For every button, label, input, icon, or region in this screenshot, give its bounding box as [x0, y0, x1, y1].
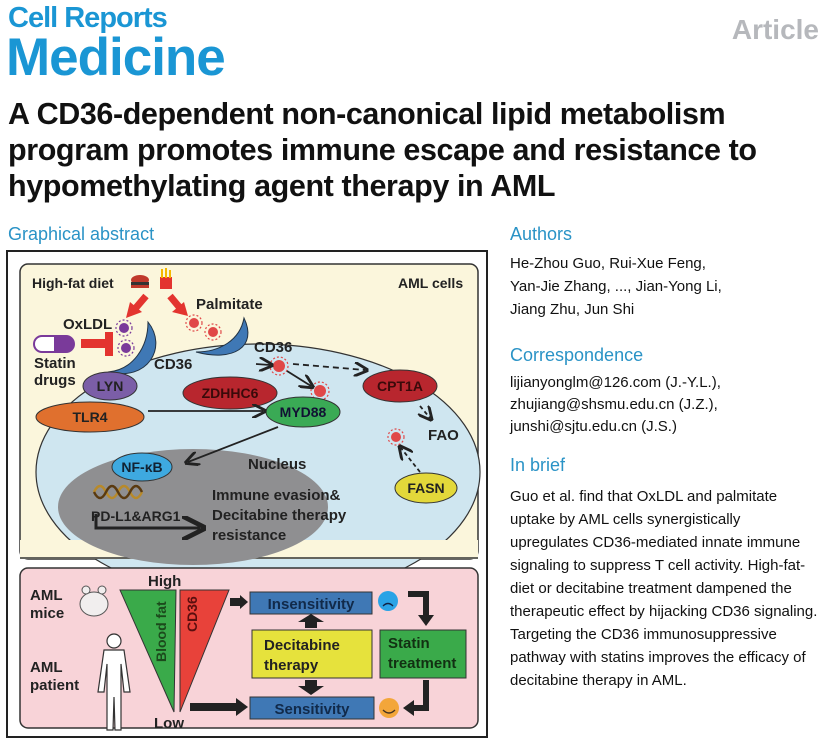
label-low: Low — [154, 715, 184, 732]
label-aml-patient-2: patient — [30, 677, 79, 694]
label-cd36-right: CD36 — [254, 339, 292, 356]
label-aml-mice-2: mice — [30, 605, 64, 622]
correspondence-heading: Correspondence — [510, 345, 644, 365]
label-zdhhc6: ZDHHC6 — [202, 385, 259, 401]
graphical-abstract: High-fat diet AML cells Palmitate OxLDL … — [6, 250, 488, 738]
transcription-arrow — [94, 514, 200, 528]
label-high: High — [148, 573, 181, 590]
label-fasn: FASN — [407, 480, 444, 496]
label-high-fat-diet: High-fat diet — [32, 275, 114, 291]
label-cd36-left: CD36 — [154, 356, 192, 373]
email-link[interactable]: lijianyonglm@126.com (J.-Y.L.), — [510, 374, 721, 391]
in-brief-heading: In brief — [510, 455, 566, 475]
authors-list: He-Zhou Guo, Rui-Xue Feng, Yan-Jie Zhang… — [510, 252, 722, 321]
label-decitabine-2: therapy — [264, 657, 319, 674]
arrow-down-sensitivity — [298, 680, 324, 695]
label-aml-mice-1: AML — [30, 587, 63, 604]
label-cpt1a: CPT1A — [377, 378, 423, 394]
label-drugs: drugs — [34, 372, 76, 389]
oxldl-particle-icon — [119, 323, 129, 333]
arrow-cd36-palmitate — [255, 364, 270, 365]
palmitate-particle-icon — [189, 318, 199, 328]
label-cd36-gradient: CD36 — [184, 596, 200, 632]
graphical-abstract-heading: Graphical abstract — [8, 224, 155, 244]
arrow-insensitivity-to-statin — [408, 591, 429, 617]
label-statin-2: treatment — [388, 655, 456, 672]
label-oxldl: OxLDL — [63, 316, 112, 333]
oxldl-particle-icon — [121, 343, 131, 353]
cd36-receptor-right — [195, 316, 249, 356]
label-tlr4: TLR4 — [73, 409, 108, 425]
sad-face-icon — [378, 591, 398, 611]
label-statin: Statin — [34, 355, 76, 372]
label-statin-1: Statin — [388, 635, 430, 652]
authors-line: He-Zhou Guo, Rui-Xue Feng, — [510, 255, 706, 272]
label-insensitivity: Insensitivity — [268, 596, 355, 613]
label-nucleus: Nucleus — [248, 456, 306, 473]
label-blood-fat: Blood fat — [153, 601, 169, 662]
authors-line: Jiang Zhu, Jun Shi — [510, 301, 635, 318]
arrow-palmitate-myd88 — [286, 370, 311, 386]
statin-pill-icon — [33, 335, 75, 353]
label-aml-cells: AML cells — [398, 275, 463, 291]
authors-line: Yan-Jie Zhang, ..., Jian-Yong Li, — [510, 278, 722, 295]
sensitivity-box — [249, 696, 375, 720]
paper-title: A CD36-dependent non-canonical lipid met… — [8, 97, 757, 203]
inhibition-bar — [81, 339, 106, 348]
tlr4-node — [35, 401, 145, 433]
arrow-to-cpt1a — [292, 364, 365, 370]
palmitate-particle-icon — [273, 360, 285, 372]
authors-heading: Authors — [510, 224, 573, 244]
blood-fat-gradient — [119, 589, 177, 713]
journal-name-line2: Medicine — [6, 28, 226, 87]
label-outcome-3: resistance — [212, 527, 286, 544]
label-myd88: MYD88 — [280, 404, 327, 420]
arrow-statin-to-sensitivity — [412, 680, 429, 711]
cd36-gradient — [179, 589, 230, 713]
lyn-node — [82, 371, 138, 401]
email-link[interactable]: zhujiang@shsmu.edu.cn (J.Z.), — [510, 396, 718, 413]
fasn-node — [394, 472, 458, 504]
dna-icon — [92, 484, 144, 500]
arrow-cpt1a-fao — [420, 406, 430, 418]
burger-icon — [131, 275, 149, 288]
arrow-up-insensitivity — [298, 614, 324, 628]
label-outcome-1: Immune evasion& — [212, 487, 341, 504]
email-link[interactable]: junshi@sjtu.edu.cn (J.S.) — [510, 418, 677, 435]
correspondence-list: lijianyonglm@126.com (J.-Y.L.), zhujiang… — [510, 372, 721, 438]
human-icon — [97, 633, 131, 731]
statin-treatment-box — [379, 629, 467, 679]
palmitate-particle-icon — [314, 385, 326, 397]
label-nfkb: NF-κB — [121, 459, 162, 475]
label-aml-patient-1: AML — [30, 659, 63, 676]
fries-icon — [160, 268, 172, 289]
label-outcome-2: Decitabine therapy — [212, 507, 347, 524]
article-type-label: Article — [731, 14, 819, 45]
palmitate-particle-icon — [208, 327, 218, 337]
journal-name-line1: Cell Reports — [8, 2, 168, 34]
arrow-myd88-nfkb — [188, 426, 279, 462]
happy-face-icon — [379, 698, 399, 718]
zdhhc6-node — [182, 376, 278, 410]
cpt1a-node — [362, 369, 438, 403]
in-brief-text: Guo et al. find that OxLDL and palmitate… — [510, 488, 818, 689]
label-palmitate: Palmitate — [196, 296, 263, 313]
label-sensitivity: Sensitivity — [274, 701, 350, 718]
label-fao: FAO — [428, 427, 459, 444]
label-decitabine-1: Decitabine — [264, 637, 340, 654]
mouse-icon — [79, 585, 109, 617]
arrow-fasn-palmitate — [401, 448, 421, 473]
label-pdl1-arg1: PD-L1&ARG1 — [91, 508, 181, 524]
decitabine-box — [251, 629, 373, 679]
label-lyn: LYN — [97, 378, 124, 394]
diet-arrow-right — [167, 293, 183, 311]
nfkb-node — [111, 452, 173, 482]
palmitate-particle-icon — [391, 432, 401, 442]
